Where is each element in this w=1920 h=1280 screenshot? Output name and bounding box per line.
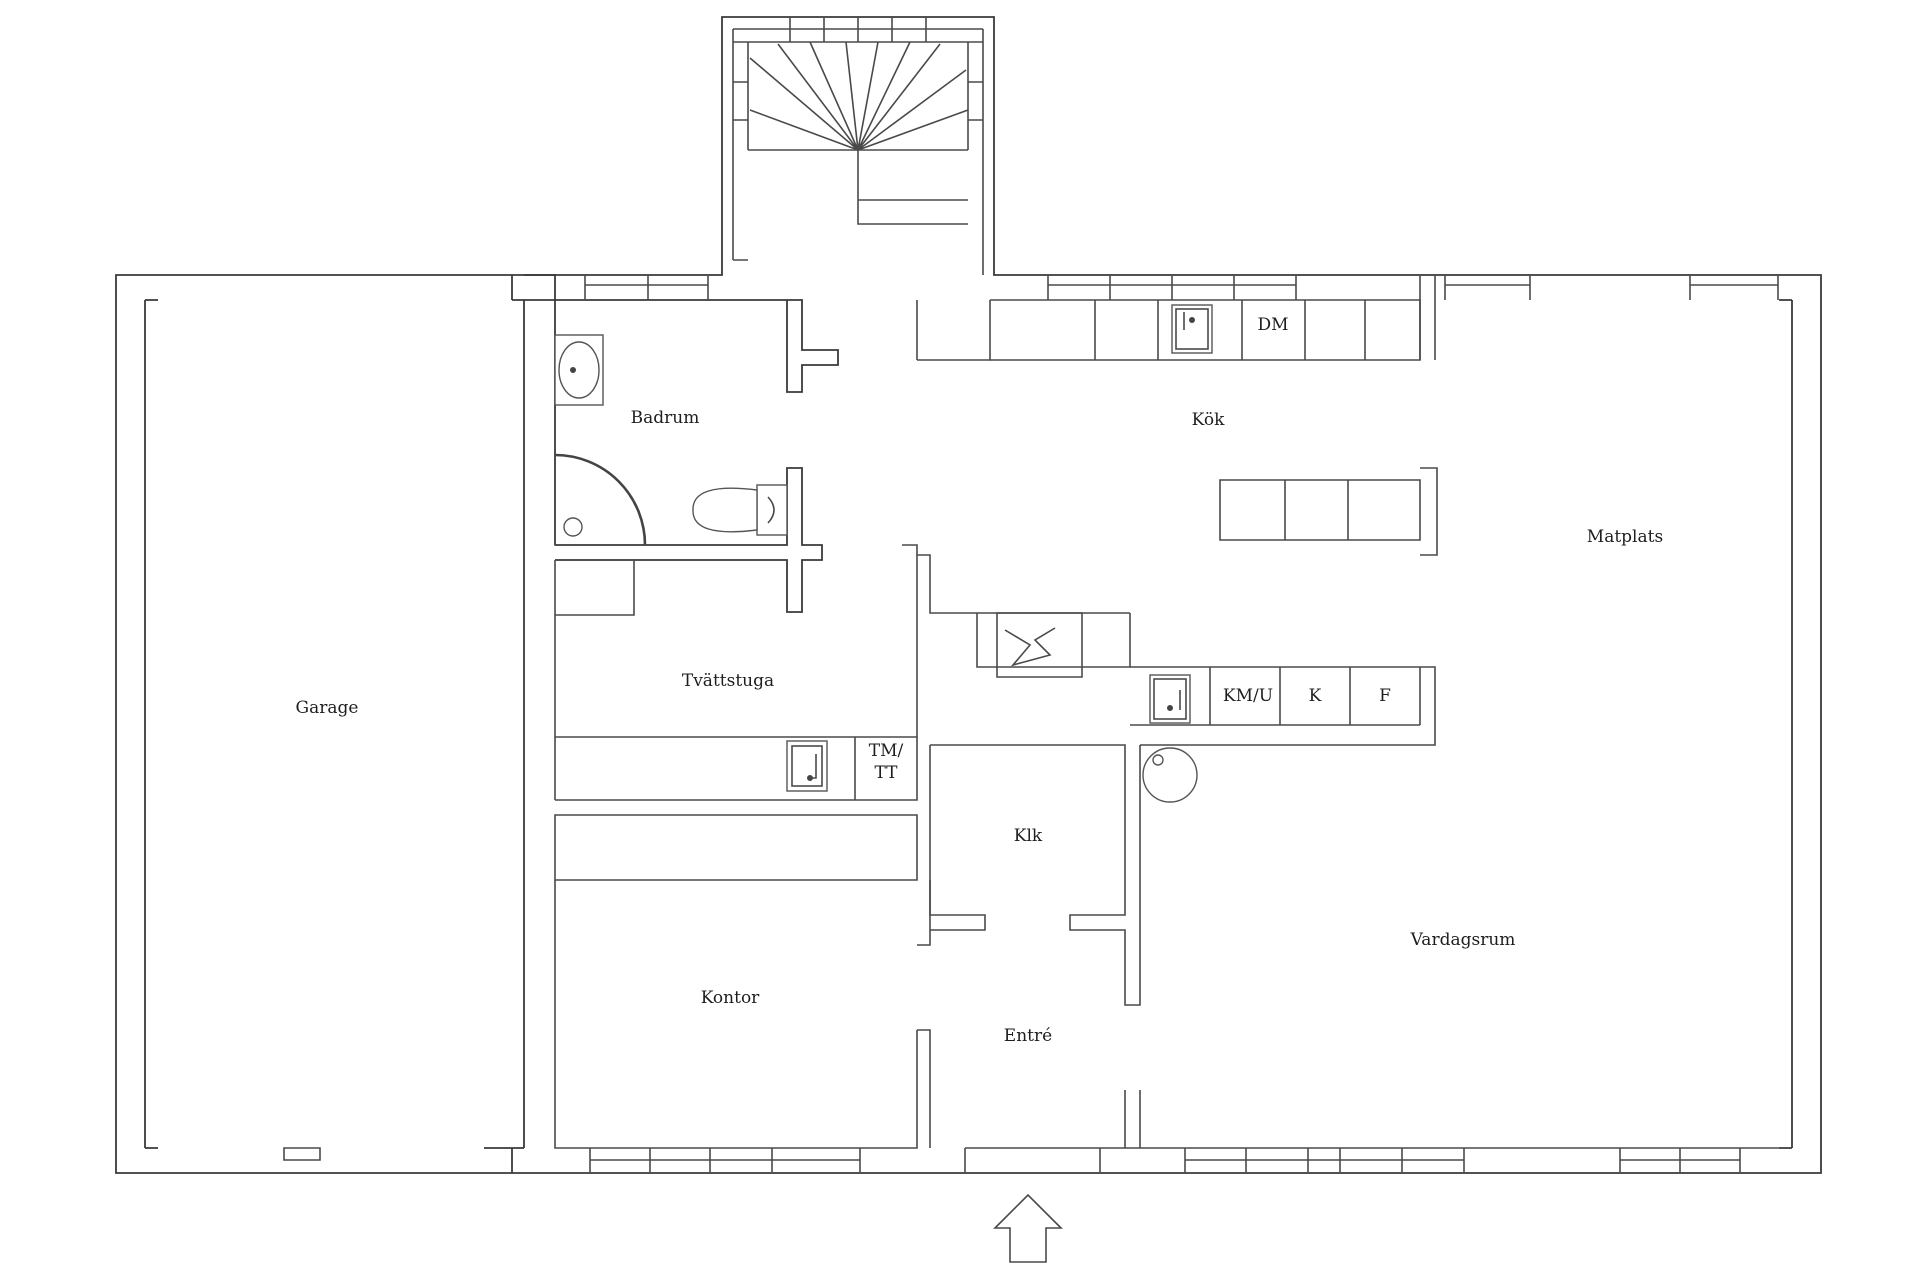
chimney-icon [1004,627,1056,667]
room-label-matplats: Matplats [1587,527,1663,547]
room-label-entre: Entré [1004,1026,1052,1046]
closet-and-entrance [929,744,1141,1173]
room-label-kontor: Kontor [701,988,760,1008]
outer-walls [115,16,1822,1174]
stove-pipe-icon [1142,747,1198,803]
room-label-vardagsrum: Vardagsrum [1410,930,1516,950]
appliance-label-tt: TT [875,763,899,783]
appliance-label-tm: TM/ [869,741,904,761]
hall-walls [902,300,1131,737]
room-label-klk: Klk [1014,826,1043,846]
laundry-sink-icon [786,740,828,792]
appliance-label-f: F [1379,686,1391,706]
appliance-labels: DM KM/U K F TM/ TT [869,315,1391,783]
shower-icon [554,453,647,546]
appliance-label-dm: DM [1257,315,1288,335]
room-label-tvattstuga: Tvättstuga [682,671,774,691]
kitchen-appliance-counter [1130,666,1436,803]
room-label-garage: Garage [296,698,359,718]
windows [589,275,1792,1173]
room-label-kok: Kök [1192,410,1225,430]
kitchen-sink-icon [1171,304,1213,354]
entrance-arrow-icon [993,1193,1063,1263]
bathroom-fixtures [554,334,788,546]
staircase [733,17,983,225]
kitchen-second-sink-icon [1149,674,1191,724]
room-label-badrum: Badrum [631,408,700,428]
appliance-label-k: K [1309,686,1322,706]
appliance-label-kmu: KM/U [1223,686,1273,706]
kitchen-island [1219,467,1438,556]
room-labels: Garage Badrum Tvättstuga Kontor Entré Kl… [296,408,1664,1046]
office [554,814,931,1149]
laundry-room [554,560,918,801]
toilet-icon [692,484,788,536]
garage-wall [283,275,525,1173]
bathroom-walls [524,274,839,613]
kitchen-back-counter [990,275,1436,361]
